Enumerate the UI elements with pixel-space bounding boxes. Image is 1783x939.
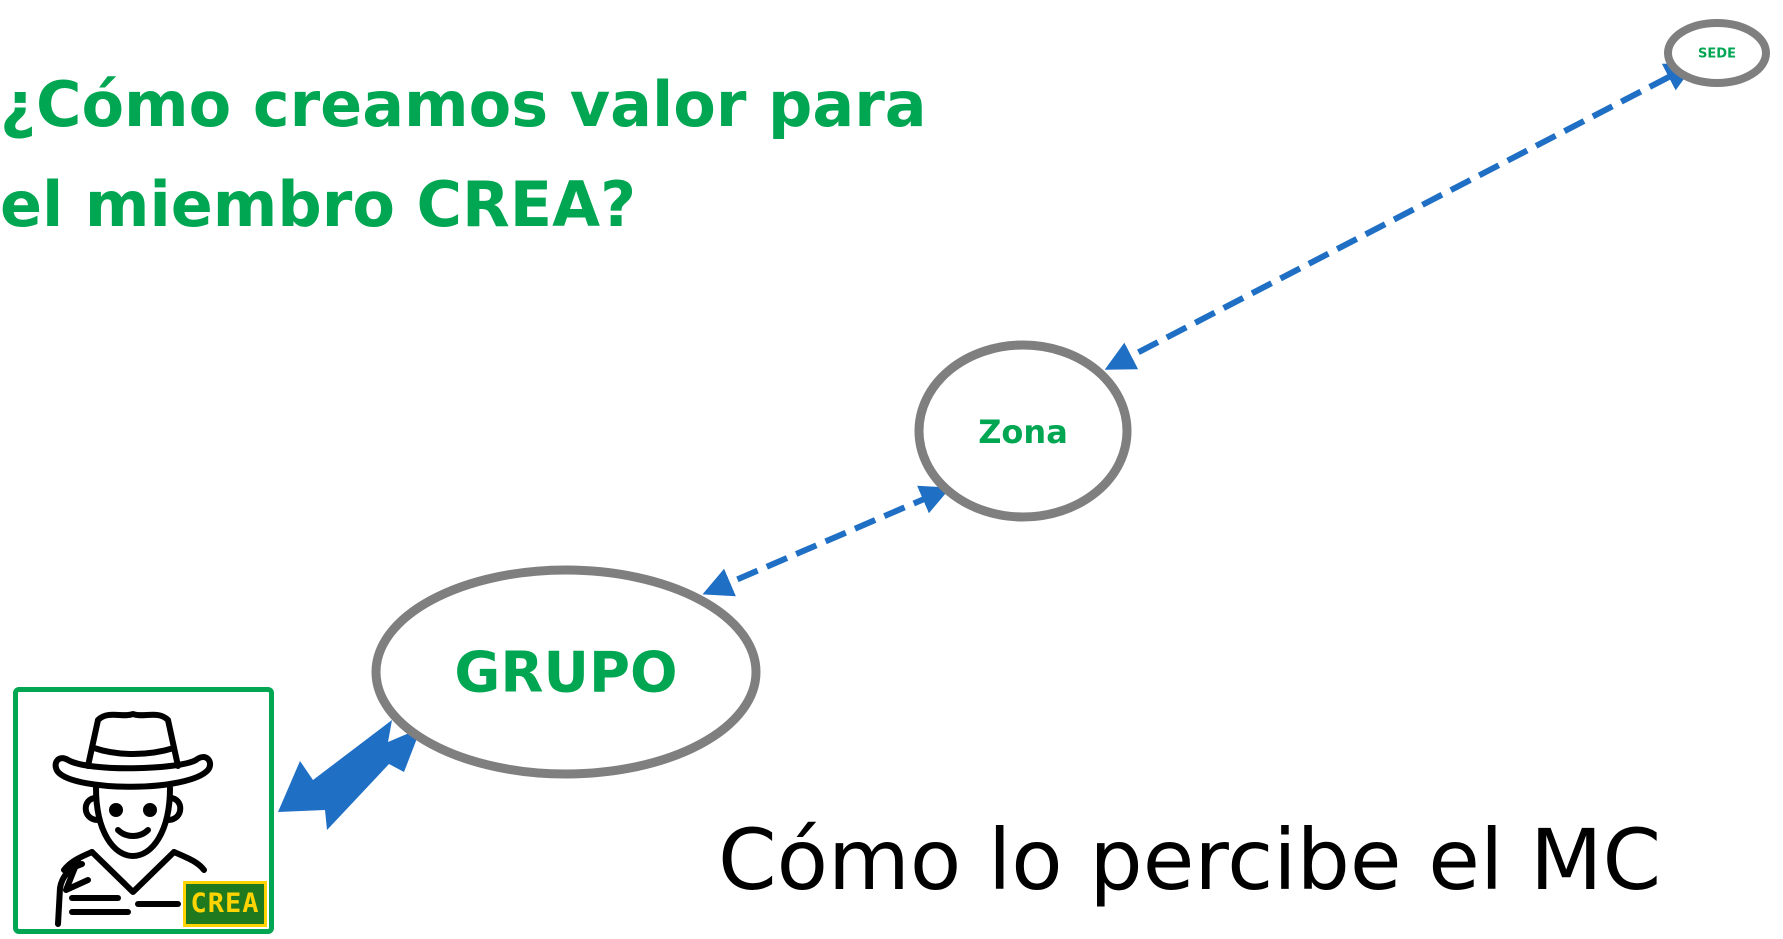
grupo-node bbox=[371, 565, 761, 779]
crea-logo-badge: CREA bbox=[183, 881, 267, 927]
zona-sede-connector bbox=[1104, 63, 1696, 370]
sede-label: SEDE bbox=[1698, 46, 1736, 62]
caption-text: Cómo lo percibe el MC bbox=[718, 811, 1662, 909]
zona-node bbox=[914, 340, 1132, 522]
slide-title: ¿Cómo creamos valor para el miembro CREA… bbox=[0, 55, 1000, 255]
member-grupo-connector bbox=[278, 720, 421, 830]
grupo-label: GRUPO bbox=[454, 640, 678, 706]
title-line-2: el miembro CREA? bbox=[0, 168, 637, 241]
sede-node bbox=[1664, 19, 1770, 87]
title-line-1: ¿Cómo creamos valor para bbox=[0, 68, 927, 141]
zona-label: Zona bbox=[978, 413, 1068, 451]
grupo-zona-connector bbox=[702, 485, 951, 597]
member-card: CREA bbox=[13, 687, 274, 934]
farmer-cowboy-icon bbox=[52, 711, 214, 927]
